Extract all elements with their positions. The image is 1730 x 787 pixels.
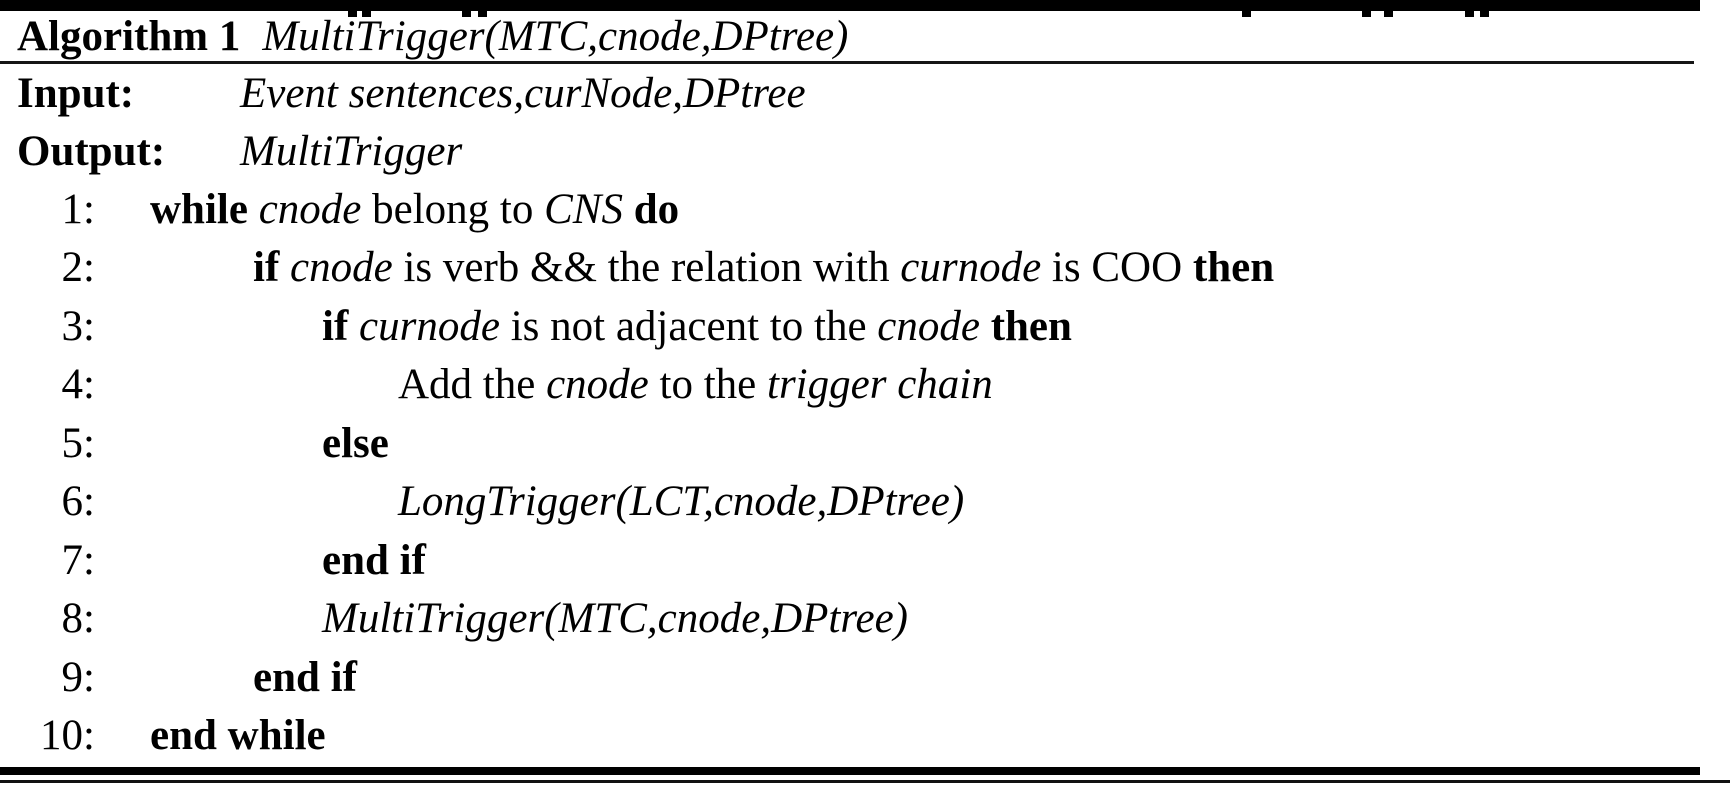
bottom-rule xyxy=(0,767,1700,775)
line-segment: cnode xyxy=(258,185,362,233)
cropped-text-descender xyxy=(478,11,487,17)
line-segment: MultiTrigger(MTC,cnode,DPtree) xyxy=(322,595,909,643)
algorithm-line: 8: MultiTrigger(MTC,cnode,DPtree) xyxy=(0,590,1730,649)
line-segment: curnode xyxy=(900,244,1042,292)
algorithm-header: Algorithm 1 MultiTrigger(MTC,cnode,DPtre… xyxy=(0,11,848,61)
line-number: 9: xyxy=(61,653,95,701)
line-segment: cnode xyxy=(877,302,980,350)
line-content: Add the cnode to the trigger chain xyxy=(398,360,993,409)
output-value: MultiTrigger xyxy=(240,127,463,175)
line-segment: curnode xyxy=(359,302,500,350)
cropped-text-descender xyxy=(348,11,357,17)
top-rule xyxy=(0,0,1700,11)
line-segment: is not adjacent to the xyxy=(499,302,878,350)
line-segment: then xyxy=(1192,244,1275,292)
line-number: 2: xyxy=(61,244,95,292)
line-content: end while xyxy=(150,711,326,760)
cropped-text-descender xyxy=(462,11,471,17)
line-content: if cnode is verb && the relation with cu… xyxy=(253,243,1274,292)
cropped-text-descender xyxy=(1242,11,1251,17)
line-content: else xyxy=(322,419,389,468)
algorithm-line: 1: while cnode belong to CNS do xyxy=(0,180,1730,239)
output-label: Output: xyxy=(17,127,166,175)
line-content: end if xyxy=(322,536,426,585)
algorithm-title: MultiTrigger(MTC,cnode,DPtree) xyxy=(262,12,849,60)
line-number: 6: xyxy=(61,478,95,526)
line-content: if curnode is not adjacent to the cnode … xyxy=(322,302,1072,351)
line-number: 10: xyxy=(40,712,95,760)
line-segment: cnode xyxy=(546,361,649,409)
header-rule xyxy=(0,61,1694,64)
algorithm-line: 7: end if xyxy=(0,531,1730,590)
line-segment: if xyxy=(322,302,360,350)
cropped-text-descender xyxy=(362,11,371,17)
line-content: while cnode belong to CNS do xyxy=(150,185,679,234)
algorithm-line: 10: end while xyxy=(0,707,1730,766)
line-segment: end if xyxy=(322,536,426,584)
algorithm-line: 6: LongTrigger(LCT,cnode,DPtree) xyxy=(0,473,1730,532)
line-segment: cnode xyxy=(290,244,393,292)
page-border-line xyxy=(0,780,1730,783)
line-content: end if xyxy=(253,653,357,702)
cropped-text-descender xyxy=(1384,11,1393,17)
line-content: LongTrigger(LCT,cnode,DPtree) xyxy=(398,477,964,526)
line-segment: else xyxy=(322,419,389,467)
line-segment: if xyxy=(253,244,291,292)
cropped-text-descender xyxy=(1362,11,1371,17)
input-row: Input: Event sentences,curNode,DPtree xyxy=(0,64,806,122)
line-segment: belong to xyxy=(361,185,545,233)
line-content: MultiTrigger(MTC,cnode,DPtree) xyxy=(322,594,908,643)
line-number: 4: xyxy=(61,361,95,409)
line-segment: Add the xyxy=(398,361,547,409)
line-number: 8: xyxy=(61,595,95,643)
output-row: Output: MultiTrigger xyxy=(0,122,462,180)
line-segment: end while xyxy=(150,712,326,760)
line-segment: is verb && the relation with xyxy=(392,244,901,292)
algorithm-line: 9: end if xyxy=(0,648,1730,707)
algorithm-number-label: Algorithm 1 xyxy=(17,12,241,60)
line-number: 5: xyxy=(61,419,95,467)
algorithm-line: 5: else xyxy=(0,414,1730,473)
line-segment: to the xyxy=(648,361,767,409)
algorithm-line: 3: if curnode is not adjacent to the cnod… xyxy=(0,297,1730,356)
line-segment xyxy=(980,303,991,350)
algorithm-line: 2: if cnode is verb && the relation with … xyxy=(0,239,1730,298)
line-segment: CNS xyxy=(544,185,623,233)
line-number: 7: xyxy=(61,536,95,584)
algorithm-body: 1: while cnode belong to CNS do 2: if cnode… xyxy=(0,180,1730,765)
line-segment: trigger chain xyxy=(767,361,993,409)
line-segment xyxy=(623,186,634,233)
line-segment: is COO xyxy=(1041,244,1193,292)
line-segment: then xyxy=(990,302,1072,350)
cropped-text-descender xyxy=(1465,11,1474,17)
line-number: 3: xyxy=(61,302,95,350)
algorithm-line: 4: Add the cnode to the trigger chain xyxy=(0,356,1730,415)
cropped-text-descender xyxy=(1480,11,1489,17)
line-segment: end if xyxy=(253,653,357,701)
line-segment: while xyxy=(150,185,259,233)
input-label: Input: xyxy=(17,69,135,117)
line-segment: do xyxy=(633,185,680,233)
line-number: 1: xyxy=(61,185,95,233)
input-value: Event sentences,curNode,DPtree xyxy=(240,69,806,117)
line-segment: LongTrigger(LCT,cnode,DPtree) xyxy=(398,478,965,526)
